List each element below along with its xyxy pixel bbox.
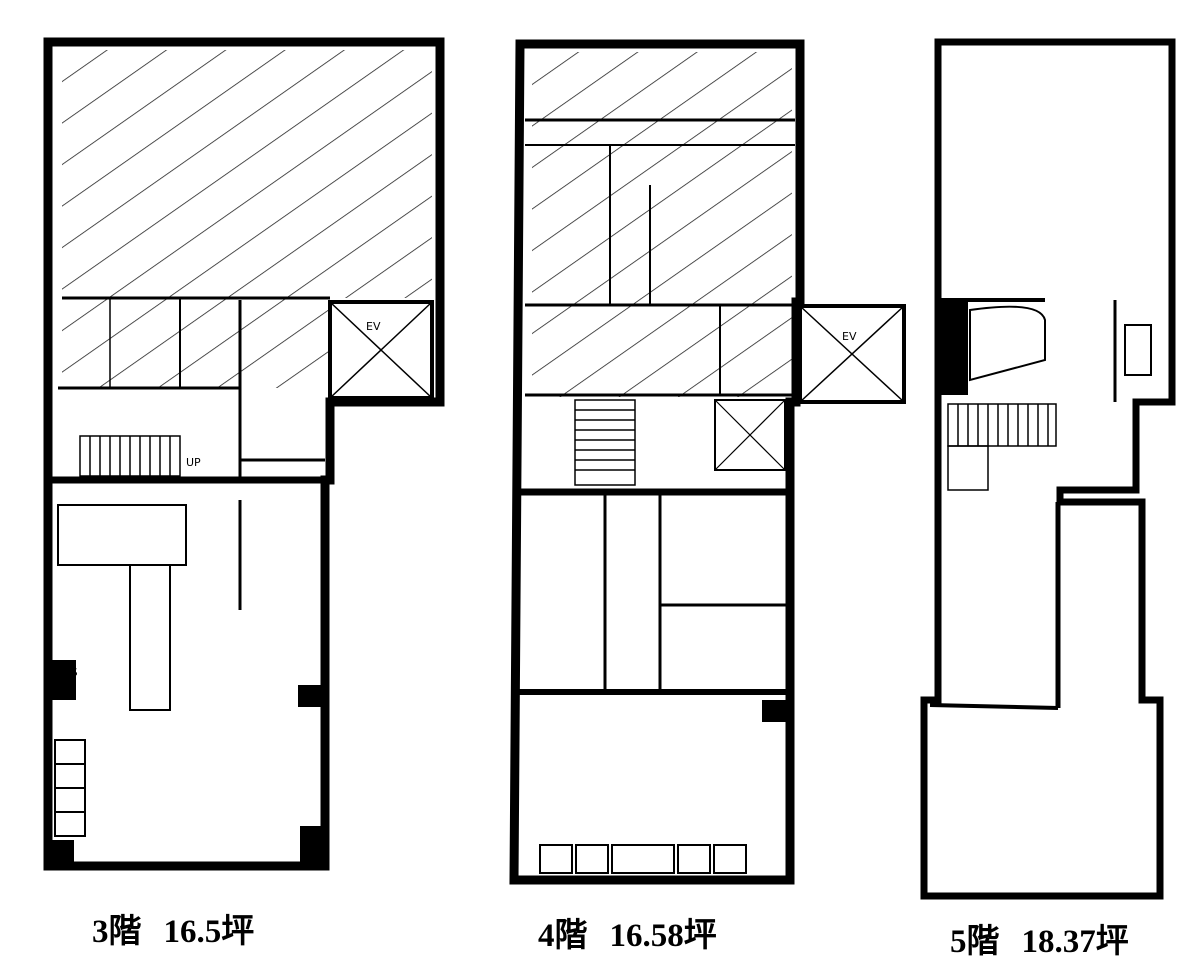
outer-wall-5f	[920, 38, 1176, 900]
floor-area-3f: 16.5坪	[163, 914, 255, 950]
hatched-area-4f	[532, 52, 792, 397]
outer-wall-4f	[509, 39, 805, 885]
caption-3f: 3階 16.5坪	[92, 904, 254, 952]
hatched-area-3f	[62, 50, 432, 298]
caption-4f: 4階 16.58坪	[538, 908, 717, 956]
label-ev-3f: EV	[366, 320, 381, 333]
floor-number-5f: 5階	[950, 924, 1000, 960]
outer-wall-3f	[43, 37, 445, 871]
stairs-3f	[79, 435, 181, 477]
floor-number-3f: 3階	[92, 914, 142, 950]
floor-area-4f: 16.58坪	[609, 918, 717, 954]
caption-5f: 5階 18.37坪	[950, 914, 1129, 962]
floor-plan-3f: UP EV PS	[43, 37, 445, 871]
stairs-5f	[947, 403, 1057, 491]
label-up-3f: UP	[186, 456, 201, 469]
floor-plan-5f	[920, 38, 1176, 900]
floor-area-5f: 18.37坪	[1021, 924, 1129, 960]
hatched-core-3f	[62, 298, 332, 388]
ev-shaft-4f	[798, 304, 906, 404]
stairs-4f	[574, 399, 636, 486]
floor-number-4f: 4階	[538, 918, 588, 954]
ev-shaft-3f	[328, 300, 434, 400]
label-ev-4f: EV	[842, 330, 857, 343]
floor-plan-4f: EV	[509, 39, 906, 885]
